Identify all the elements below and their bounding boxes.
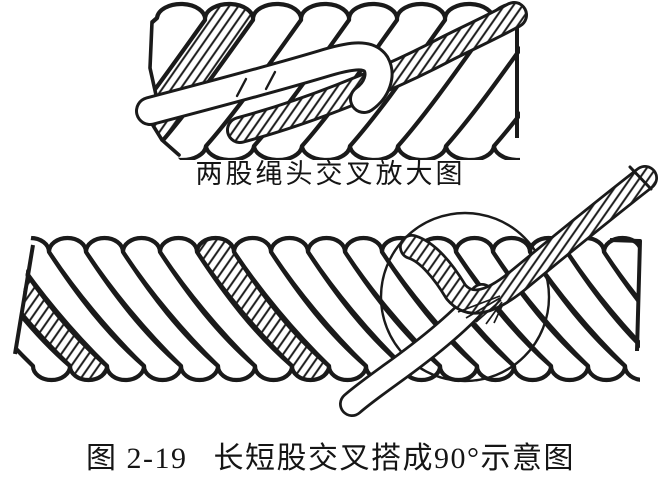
figure-number: 图 2-19 xyxy=(86,442,188,475)
bottom-rope-right-edge xyxy=(609,238,642,352)
figure-caption: 图 2-19 长短股交叉搭成90°示意图 xyxy=(0,433,661,477)
top-rope-illustration xyxy=(135,1,528,160)
crossing-strand-hatched-top xyxy=(226,1,528,144)
bend-fan-lines xyxy=(457,295,504,325)
bottom-rope-left-edge xyxy=(13,244,35,355)
bottom-rope-illustration xyxy=(0,165,658,417)
figure-title: 长短股交叉搭成90°示意图 xyxy=(213,442,575,475)
crossing-strand-hatched-bottom xyxy=(399,165,658,325)
crossing-strand-white-bottom xyxy=(339,283,495,417)
crossing-strand-white-top xyxy=(135,41,394,126)
top-caption: 两股绳头交叉放大图 xyxy=(195,159,466,189)
strand-tip-cut xyxy=(628,165,653,191)
magnifier-circle xyxy=(379,211,551,383)
hidden-edge-dash xyxy=(264,70,277,91)
hidden-edge-dash xyxy=(235,77,248,98)
